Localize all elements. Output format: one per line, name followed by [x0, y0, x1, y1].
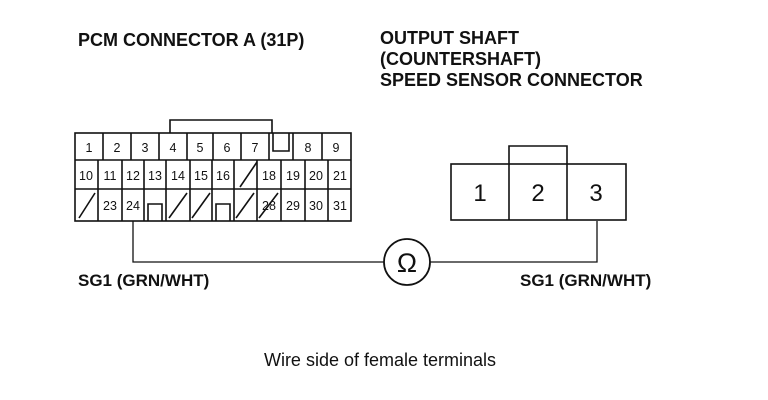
- wire-label-right: SG1 (GRN/WHT): [520, 271, 652, 290]
- pcm-connector: [74, 119, 352, 222]
- pcm-empty-row3: [78, 192, 279, 219]
- pcm-pin: 1: [86, 141, 93, 155]
- sensor-terminal: 2: [531, 180, 544, 207]
- ohmmeter-icon: [383, 238, 431, 286]
- pcm-pin: 10: [79, 169, 93, 183]
- sensor-title-line-2: (COUNTERSHAFT): [380, 49, 541, 69]
- pcm-pin: 28: [262, 199, 276, 213]
- sensor-connector: [450, 145, 627, 221]
- pcm-pin: 2: [114, 141, 121, 155]
- pcm-pin: 13: [148, 169, 162, 183]
- wire-right: [430, 221, 598, 263]
- pcm-key-notch-1: [147, 203, 163, 221]
- wire-label-left: SG1 (GRN/WHT): [78, 271, 210, 290]
- pcm-pin: 16: [216, 169, 230, 183]
- pcm-pin: 19: [286, 169, 300, 183]
- pcm-pin: 23: [103, 199, 117, 213]
- sensor-title-line-1: OUTPUT SHAFT: [380, 28, 519, 48]
- wire-left: [132, 221, 384, 263]
- pcm-latch-tab: [169, 119, 273, 133]
- pcm-pin: 20: [309, 169, 323, 183]
- diagram-caption: Wire side of female terminals: [263, 350, 497, 370]
- pcm-row1-dividers: [102, 133, 323, 160]
- sensor-connector-title: OUTPUT SHAFT (COUNTERSHAFT) SPEED SENSOR…: [380, 28, 643, 91]
- pcm-row3-dividers: [97, 189, 329, 221]
- sensor-terminal-numbers: 1 2 3: [473, 180, 602, 207]
- pcm-pin: 30: [309, 199, 323, 213]
- sensor-terminal: 1: [473, 180, 486, 207]
- test-wiring: [132, 221, 598, 286]
- pcm-pin: 15: [194, 169, 208, 183]
- pcm-pin: 5: [197, 141, 204, 155]
- pcm-row2-dividers: [97, 160, 329, 189]
- pcm-pin: 6: [224, 141, 231, 155]
- pcm-pin: 29: [286, 199, 300, 213]
- pcm-pin: 9: [333, 141, 340, 155]
- sensor-housing: [450, 163, 627, 221]
- pcm-pin: 14: [171, 169, 185, 183]
- pcm-connector-title: PCM CONNECTOR A (31P): [78, 30, 305, 50]
- pcm-pin: 12: [126, 169, 140, 183]
- sensor-title-line-3: SPEED SENSOR CONNECTOR: [380, 70, 643, 90]
- pcm-pin: 21: [333, 169, 347, 183]
- pcm-pin: 18: [262, 169, 276, 183]
- ohm-symbol: Ω: [397, 248, 417, 278]
- pcm-pin: 7: [252, 141, 259, 155]
- pcm-pin: 31: [333, 199, 347, 213]
- pcm-pin-numbers: 1 2 3 4 5 6 7 8 9 10 11 12 13 14 15 16 1…: [79, 141, 347, 213]
- sensor-latch-tab: [508, 145, 568, 164]
- pcm-key-slot-top: [272, 133, 290, 152]
- pcm-key-notch-2: [215, 203, 231, 221]
- pcm-pin: 8: [305, 141, 312, 155]
- pcm-pin: 11: [104, 169, 117, 183]
- pcm-empty-17: [239, 161, 258, 188]
- pcm-pin: 24: [126, 199, 140, 213]
- sensor-terminal: 3: [589, 180, 602, 207]
- pcm-pin: 3: [142, 141, 149, 155]
- pcm-pin: 4: [170, 141, 177, 155]
